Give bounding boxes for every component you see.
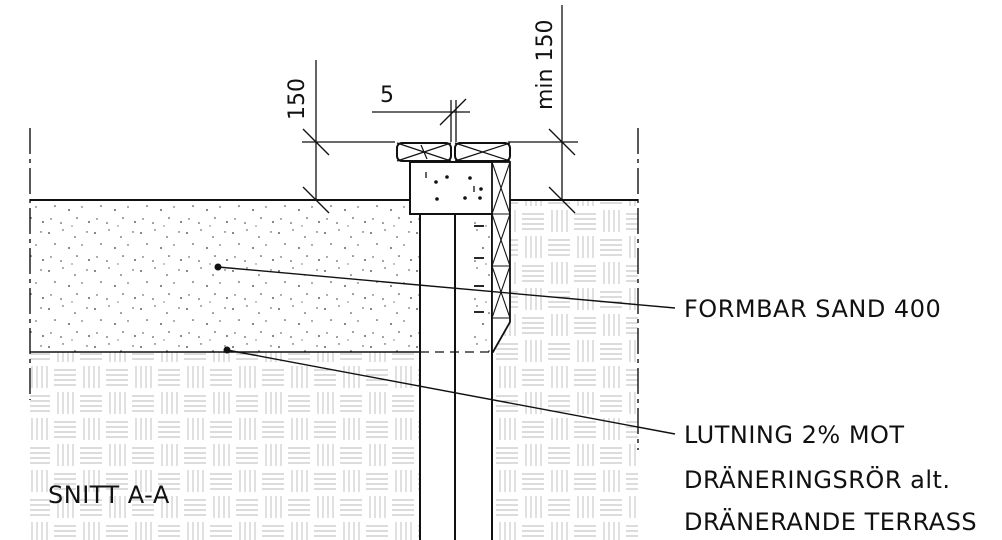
edge-board	[491, 161, 511, 353]
section-title: SNITT A-A	[48, 481, 170, 509]
dimension-gap-label: 5	[380, 83, 394, 108]
screw-marks	[474, 225, 484, 313]
dimension-right-label: min 150	[533, 20, 558, 110]
earth-fill	[30, 200, 638, 540]
leader-sand	[214, 263, 676, 309]
break-lines	[29, 128, 639, 450]
deck-boards	[396, 142, 511, 162]
slope-callout-line3: DRÄNERANDE TERRASS	[684, 507, 977, 536]
sand-layer	[30, 200, 490, 352]
sand-callout: FORMBAR SAND 400	[684, 295, 941, 323]
slope-callout-line2: DRÄNERINGSRÖR alt.	[684, 465, 951, 494]
dimension-left-label: 150	[285, 78, 310, 120]
slope-callout-line1: LUTNING 2% MOT	[684, 421, 905, 449]
dimension-gap-5	[372, 98, 470, 142]
leader-slope	[223, 346, 676, 435]
dimension-left-150	[302, 60, 395, 214]
dimension-right-150	[508, 5, 578, 214]
